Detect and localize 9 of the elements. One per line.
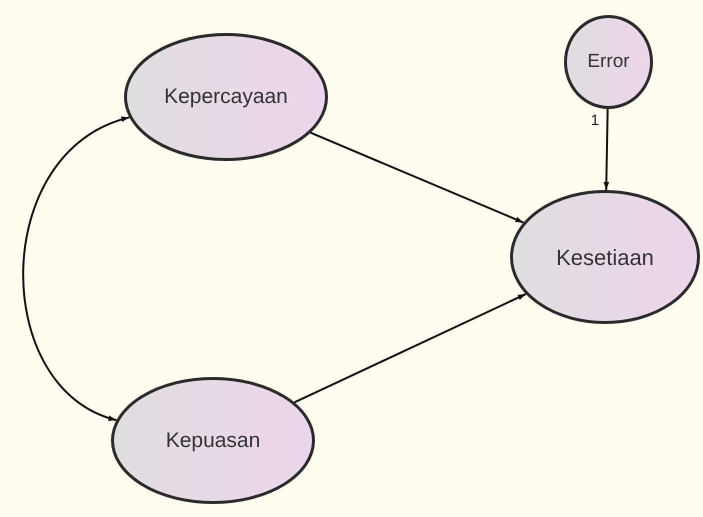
edge-label: 1 [590, 112, 600, 128]
arrow [604, 108, 610, 190]
arrow [22, 116, 130, 422]
variable-name: Kesetiaan [556, 244, 654, 272]
arrow [310, 132, 524, 224]
variable-name: Kepercayaan [164, 84, 288, 110]
variable-name: Error [587, 50, 630, 74]
variable-name: Kepuasan [166, 428, 260, 454]
arrow [294, 293, 526, 404]
